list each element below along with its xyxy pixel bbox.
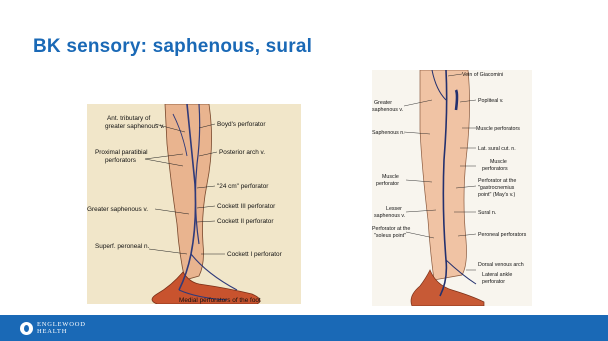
label-cockett-1: Cockett I perforator — [227, 251, 283, 258]
label-greater-saphenous-1: Greater — [374, 100, 392, 106]
posterior-leg-illustration: Vein of Giacomini Greater saphenous v. P… — [372, 70, 532, 306]
label-vein-of-giacomini: Vein of Giacomini — [462, 72, 503, 78]
posterior-leg-anatomy-figure: Vein of Giacomini Greater saphenous v. P… — [372, 70, 532, 306]
label-medial-foot: Medial perforators of the foot — [179, 297, 261, 304]
medial-leg-anatomy-figure: Ant. tributary of greater saphenous v. P… — [87, 104, 301, 304]
label-boyds-perforator: Boyd's perforator — [217, 121, 266, 128]
label-lateral-ankle-2: perforator — [482, 279, 505, 285]
label-gastrocnemius-3: point" (May's v.) — [478, 192, 515, 198]
label-sural-nerve: Sural n. — [478, 210, 496, 216]
label-gastrocnemius-1: Perforator at the — [478, 178, 516, 184]
label-gastrocnemius-2: "gastrocnemius — [478, 185, 515, 191]
label-soleus-2: "soleus point" — [374, 233, 406, 239]
label-peroneal-perforators: Peroneal perforators — [478, 232, 527, 238]
label-ant-tributary: Ant. tributary of — [107, 115, 151, 122]
slide-title: BK sensory: saphenous, sural — [33, 36, 312, 58]
label-proximal-paratibial: Proximal paratibial — [95, 149, 148, 156]
label-posterior-arch: Posterior arch v. — [219, 149, 265, 156]
label-greater-saphenous: Greater saphenous v. — [87, 206, 148, 213]
label-cockett-3: Cockett III perforator — [217, 203, 276, 210]
medial-leg-illustration: Ant. tributary of greater saphenous v. P… — [87, 104, 301, 304]
label-soleus-1: Perforator at the — [372, 226, 410, 232]
footer-bar: ENGLEWOOD HEALTH — [0, 315, 608, 341]
label-lateral-ankle-1: Lateral ankle — [482, 272, 512, 278]
label-greater-saphenous-2: saphenous v. — [372, 107, 403, 113]
logo-line-1: ENGLEWOOD — [37, 321, 86, 328]
label-muscle-perforators-top: Muscle perforators — [476, 126, 520, 132]
logo-text: ENGLEWOOD HEALTH — [37, 321, 86, 335]
label-muscle-perforators-2: perforators — [482, 166, 508, 172]
label-muscle-perforators-1: Muscle — [490, 159, 507, 165]
label-muscle-perforator-1: Muscle — [382, 174, 399, 180]
label-proximal-paratibial-2: perforators — [105, 157, 136, 164]
label-lat-sural: Lat. sural cut. n. — [478, 146, 516, 152]
label-lesser-saphenous-1: Lesser — [386, 206, 402, 212]
label-lesser-saphenous-2: saphenous v. — [374, 213, 405, 219]
label-muscle-perforator-2: perforator — [376, 181, 399, 187]
logo-line-2: HEALTH — [37, 328, 86, 335]
label-cockett-2: Cockett II perforator — [217, 218, 274, 225]
label-saphenous-nerve: Saphenous n. — [372, 130, 405, 136]
logo-icon — [20, 322, 33, 335]
label-popliteal: Popliteal v. — [478, 98, 504, 104]
label-24cm-perforator: "24 cm" perforator — [217, 183, 269, 190]
label-dorsal-venous-arch: Dorsal venous arch — [478, 262, 524, 268]
label-ant-tributary-2: greater saphenous v. — [105, 123, 165, 130]
englewood-health-logo: ENGLEWOOD HEALTH — [20, 321, 86, 335]
label-superf-peroneal: Superf. peroneal n. — [95, 243, 150, 250]
